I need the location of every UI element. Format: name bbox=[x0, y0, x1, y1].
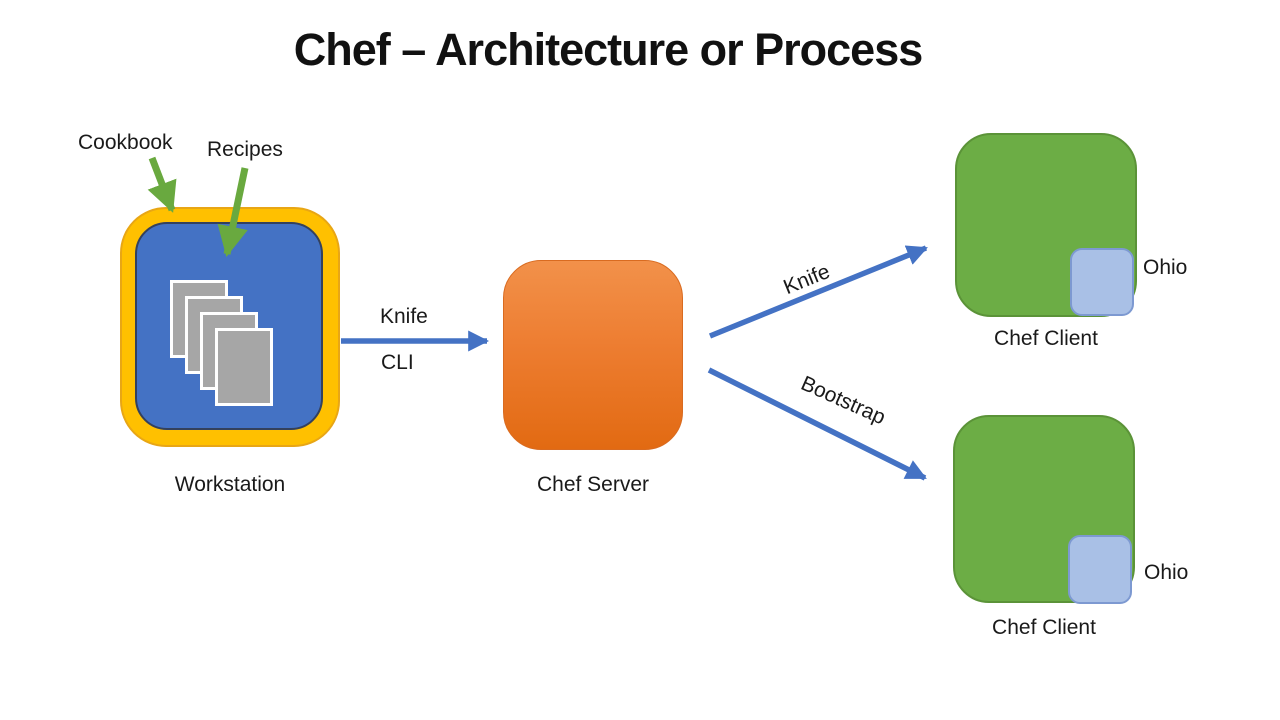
ohio-node-top-box bbox=[1070, 248, 1134, 316]
ohio-bottom-label: Ohio bbox=[1144, 561, 1189, 584]
chef-server-label: Chef Server bbox=[536, 473, 650, 496]
ohio-top-label: Ohio bbox=[1143, 256, 1188, 279]
chef-server-box bbox=[503, 260, 683, 450]
chef-client-top-label: Chef Client bbox=[994, 327, 1098, 350]
workstation-inner-box bbox=[135, 222, 323, 430]
cookbook-arrow bbox=[147, 156, 177, 213]
chef-client-bottom-label: Chef Client bbox=[992, 616, 1096, 639]
document-icon bbox=[215, 328, 273, 406]
bootstrap-arrow-label: Bootstrap bbox=[797, 371, 889, 430]
diagram-title: Chef – Architecture or Process bbox=[293, 24, 924, 75]
knife-cli-label-bottom: CLI bbox=[381, 351, 414, 374]
workstation-label: Workstation bbox=[174, 473, 286, 496]
knife-cli-label-top: Knife bbox=[380, 305, 428, 328]
workstation-outer-box bbox=[120, 207, 340, 447]
knife-arrow-label: Knife bbox=[780, 259, 834, 300]
cookbook-label: Cookbook bbox=[78, 131, 173, 154]
ohio-node-bottom-box bbox=[1068, 535, 1132, 604]
recipes-label: Recipes bbox=[207, 138, 283, 161]
